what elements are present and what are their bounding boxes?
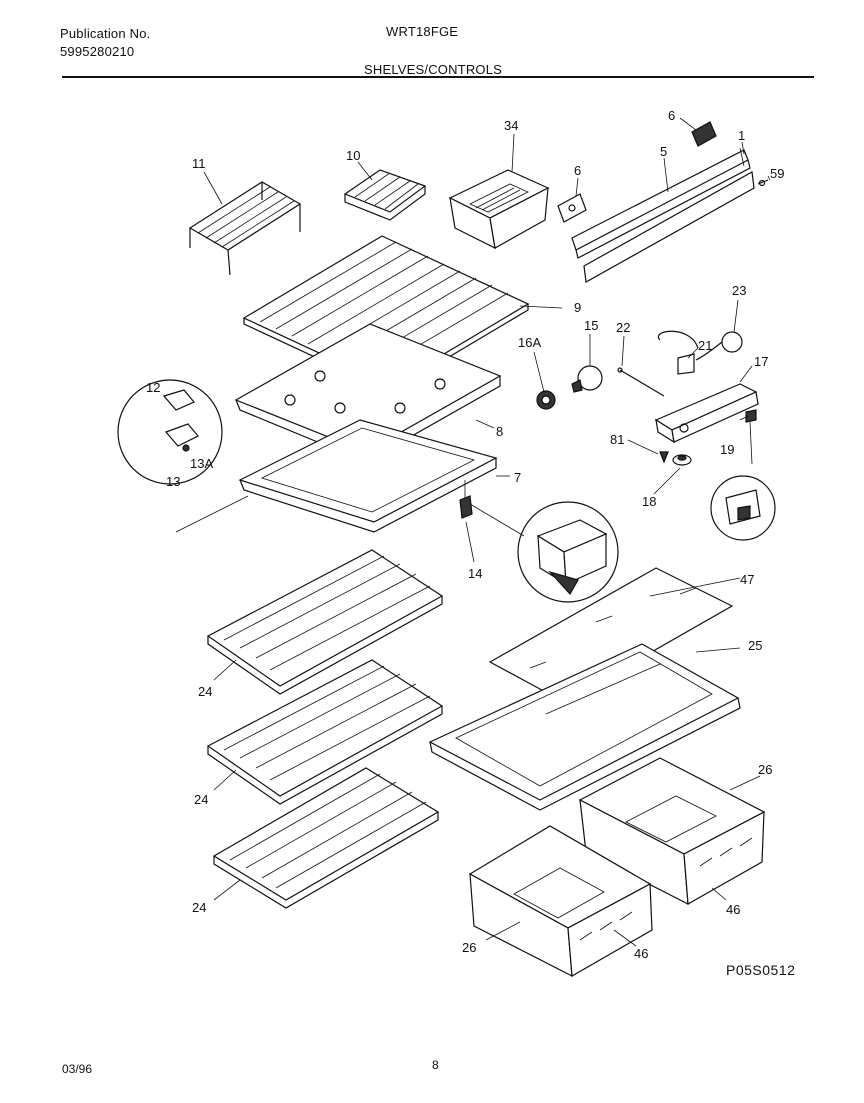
footer-date: 03/96 <box>62 1062 93 1076</box>
part-freezer-floor <box>234 323 502 463</box>
callout-6-lower: 6 <box>574 163 581 178</box>
callout-9: 9 <box>574 300 581 315</box>
part-divider-frame <box>238 419 498 533</box>
part-capillary-rod <box>617 367 665 397</box>
callout-26-left: 26 <box>462 940 476 955</box>
callout-15: 15 <box>584 318 598 333</box>
part-control-panel <box>571 147 755 283</box>
callout-21: 21 <box>698 338 712 353</box>
callout-8: 8 <box>496 424 503 439</box>
callout-12: 12 <box>146 380 160 395</box>
callout-5: 5 <box>660 144 667 159</box>
part-fridge-shelf-1 <box>206 549 444 695</box>
callout-13: 13 <box>166 474 180 489</box>
section-title: SHELVES/CONTROLS <box>364 62 503 77</box>
callout-14: 14 <box>468 566 482 581</box>
callout-34: 34 <box>504 118 518 133</box>
callout-47: 47 <box>740 572 754 587</box>
callout-24-top: 24 <box>198 684 212 699</box>
diagram-code: P05S0512 <box>726 962 796 978</box>
detail-bubble-switch <box>710 475 776 541</box>
part-thermostat <box>657 330 743 375</box>
part-switch <box>745 409 757 465</box>
part-knob <box>672 454 692 466</box>
part-crisper-drawer-right <box>578 757 766 906</box>
model-number: WRT18FGE <box>386 24 459 39</box>
callout-18: 18 <box>642 494 656 509</box>
detail-bubble-damper <box>469 501 619 603</box>
page-number: 8 <box>432 1058 439 1072</box>
callout-13A: 13A <box>190 456 213 471</box>
callout-46-left: 46 <box>634 946 648 961</box>
part-crisper-drawer-left <box>468 825 653 978</box>
callout-17: 17 <box>754 354 768 369</box>
callout-59: 59 <box>770 166 784 181</box>
part-bracket-top <box>691 121 717 147</box>
callout-24-middle: 24 <box>194 792 208 807</box>
callout-46-right: 46 <box>726 902 740 917</box>
header-rule <box>62 76 814 78</box>
part-fridge-shelf-2 <box>206 659 444 805</box>
part-light-bulb <box>571 365 603 393</box>
callout-16A: 16A <box>518 335 541 350</box>
part-damper-control <box>459 480 473 519</box>
leader-lines <box>203 117 771 947</box>
part-fridge-shelf-3 <box>212 767 440 909</box>
publication-number: 5995280210 <box>60 44 135 59</box>
callout-7: 7 <box>514 470 521 485</box>
callout-22: 22 <box>616 320 630 335</box>
callout-1: 1 <box>738 128 745 143</box>
part-crisper-frame <box>428 643 741 811</box>
callout-26-right: 26 <box>758 762 772 777</box>
publication-label: Publication No. <box>60 26 151 41</box>
detail-bubble-hinge <box>117 379 249 533</box>
part-bracket-small <box>557 193 587 223</box>
callout-24-bottom: 24 <box>192 900 206 915</box>
part-ice-trays <box>343 169 427 221</box>
part-ice-bin <box>448 169 550 250</box>
callout-23: 23 <box>732 283 746 298</box>
part-wire-rack <box>188 181 302 276</box>
callout-10: 10 <box>346 148 360 163</box>
part-screw-81 <box>659 451 669 464</box>
callout-11: 11 <box>192 156 206 171</box>
part-screw-59 <box>757 179 769 187</box>
part-light-socket <box>536 390 556 410</box>
callout-19: 19 <box>720 442 734 457</box>
callout-6-upper: 6 <box>668 108 675 123</box>
callout-81: 81 <box>610 432 624 447</box>
callout-25: 25 <box>748 638 762 653</box>
part-control-housing <box>654 383 759 444</box>
